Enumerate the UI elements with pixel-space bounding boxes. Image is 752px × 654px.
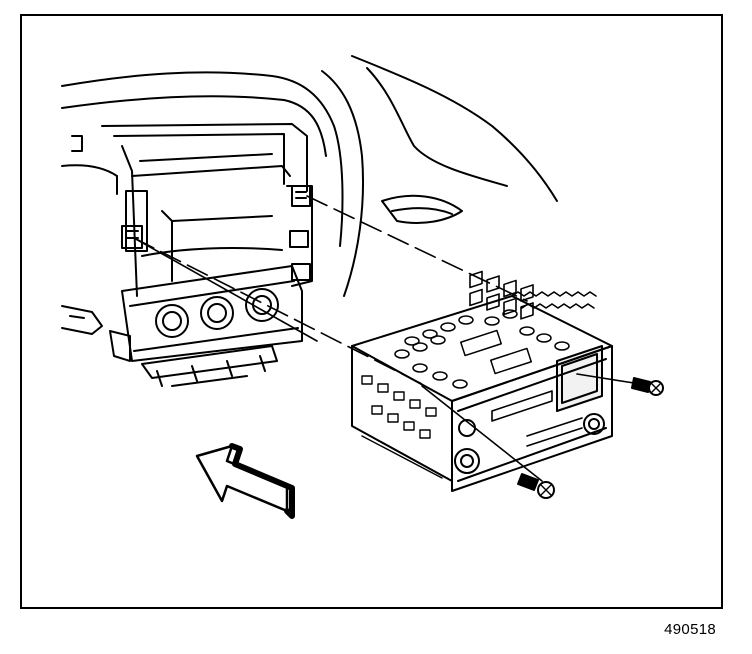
radio-installation-illustration — [61, 55, 664, 519]
climate-control-panel — [109, 265, 303, 387]
radio-assembly — [351, 270, 613, 492]
installation-direction-arrow-icon — [195, 443, 295, 519]
illustration-frame — [20, 14, 723, 609]
screw-icon — [631, 377, 664, 396]
instrument-panel — [61, 55, 558, 335]
radio-opening — [101, 123, 313, 297]
screw-icon — [517, 473, 555, 499]
alignment-guide-lines — [133, 195, 641, 482]
figure-number: 490518 — [664, 621, 716, 638]
